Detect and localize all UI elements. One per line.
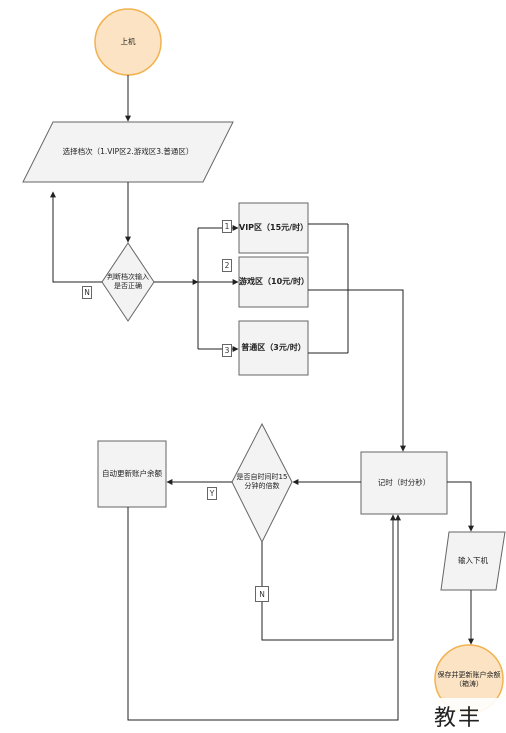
tag-option1: 1 (222, 220, 232, 233)
start-terminal (94, 8, 162, 76)
select-level-shape (22, 121, 234, 183)
option1-box (238, 202, 309, 254)
tag-option3: 3 (222, 344, 232, 357)
edge-timer-logout (447, 481, 474, 532)
tag-check15-yes: Y (207, 487, 217, 500)
watermark-background (402, 698, 506, 733)
edge-options-timer (348, 289, 406, 452)
check-input-diamond (101, 242, 155, 322)
check-15min-diamond (231, 422, 293, 544)
edge-check-no (50, 191, 102, 283)
watermark-text: 教丰 (434, 706, 483, 730)
option2-box (238, 256, 309, 308)
tag-check-input-no: N (82, 286, 92, 299)
edge-check15-no (261, 514, 396, 641)
tag-option2: 2 (222, 259, 232, 272)
auto-update-box (97, 440, 167, 508)
option3-box (238, 320, 309, 376)
tag-check15-no: N (255, 586, 269, 602)
input-logout-shape (440, 531, 506, 591)
timer-box (360, 451, 448, 515)
edge-auto-timer (127, 507, 401, 721)
